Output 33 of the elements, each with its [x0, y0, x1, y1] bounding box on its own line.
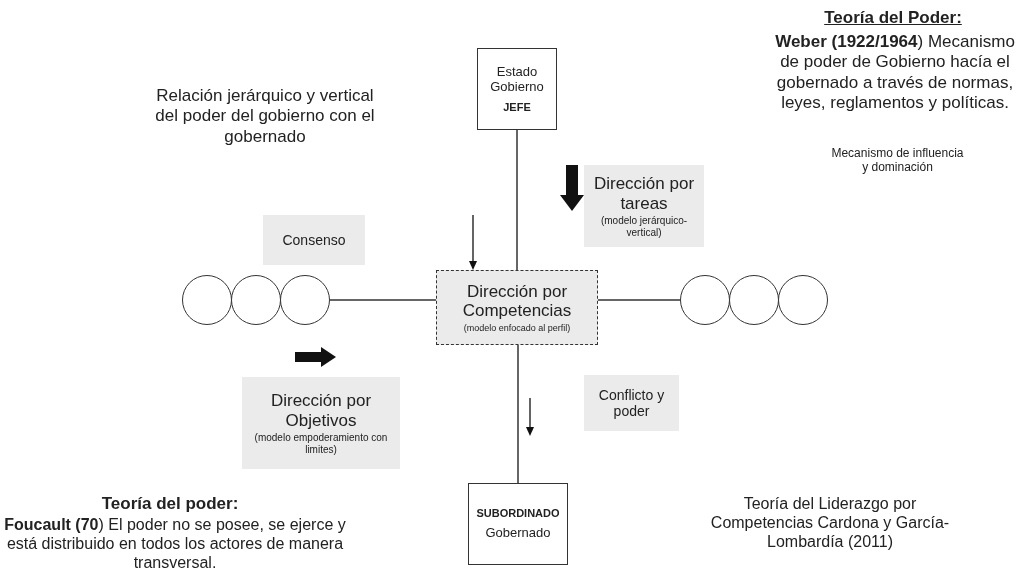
- node-text: Gobernado: [485, 525, 551, 541]
- node-title: Conflicto y poder: [597, 386, 666, 420]
- description-text: Foucault (70) El poder no se posee, se ejerce y está distribuido en todos los actores de manera transversal.: [3, 515, 347, 573]
- node-title: Estado Gobierno: [489, 64, 545, 95]
- circle-node: [182, 275, 232, 325]
- circle-node: [280, 275, 330, 325]
- description-text: Relación jerárquico y vertical del poder del gobierno con el gobernado: [154, 86, 376, 148]
- node-text: (modelo jerárquico-vertical): [599, 215, 689, 239]
- description-text: Teoría del Liderazgo por Competencias Cardona y García-Lombardía (2011): [710, 494, 950, 552]
- heading: Teoría del Poder:: [823, 8, 963, 29]
- dashed-box: [436, 270, 598, 345]
- connector-line: [517, 344, 519, 484]
- node-title: Dirección por tareas: [592, 173, 696, 214]
- node-title: Dirección por Objetivos: [269, 390, 373, 431]
- circle-node: [778, 275, 828, 325]
- note-text: Mecanismo de influencia y dominación: [830, 146, 965, 175]
- shaded-box: [584, 165, 704, 247]
- node-title: SUBORDINADO: [476, 507, 560, 520]
- circle-node: [231, 275, 281, 325]
- node-text: JEFE: [503, 100, 531, 114]
- node-text: (modelo empoderamiento con limites): [253, 432, 389, 456]
- process-box: [468, 483, 568, 565]
- node-title: Dirección por Competencias: [461, 281, 573, 321]
- connector-line: [329, 299, 437, 301]
- node-title: Consenso: [282, 231, 346, 249]
- connector-line: [516, 129, 518, 271]
- heading: Teoría del poder:: [100, 494, 240, 515]
- node-text: (modelo enfocado al perfil): [463, 322, 571, 334]
- description-text: Weber (1922/1964) Mecanismo de poder de Gobierno hacía el gobernado a través de normas, leyes, reglamentos y políticas.: [774, 32, 1016, 114]
- circle-node: [680, 275, 730, 325]
- process-box: [477, 48, 557, 130]
- circle-node: [729, 275, 779, 325]
- connector-line: [597, 299, 681, 301]
